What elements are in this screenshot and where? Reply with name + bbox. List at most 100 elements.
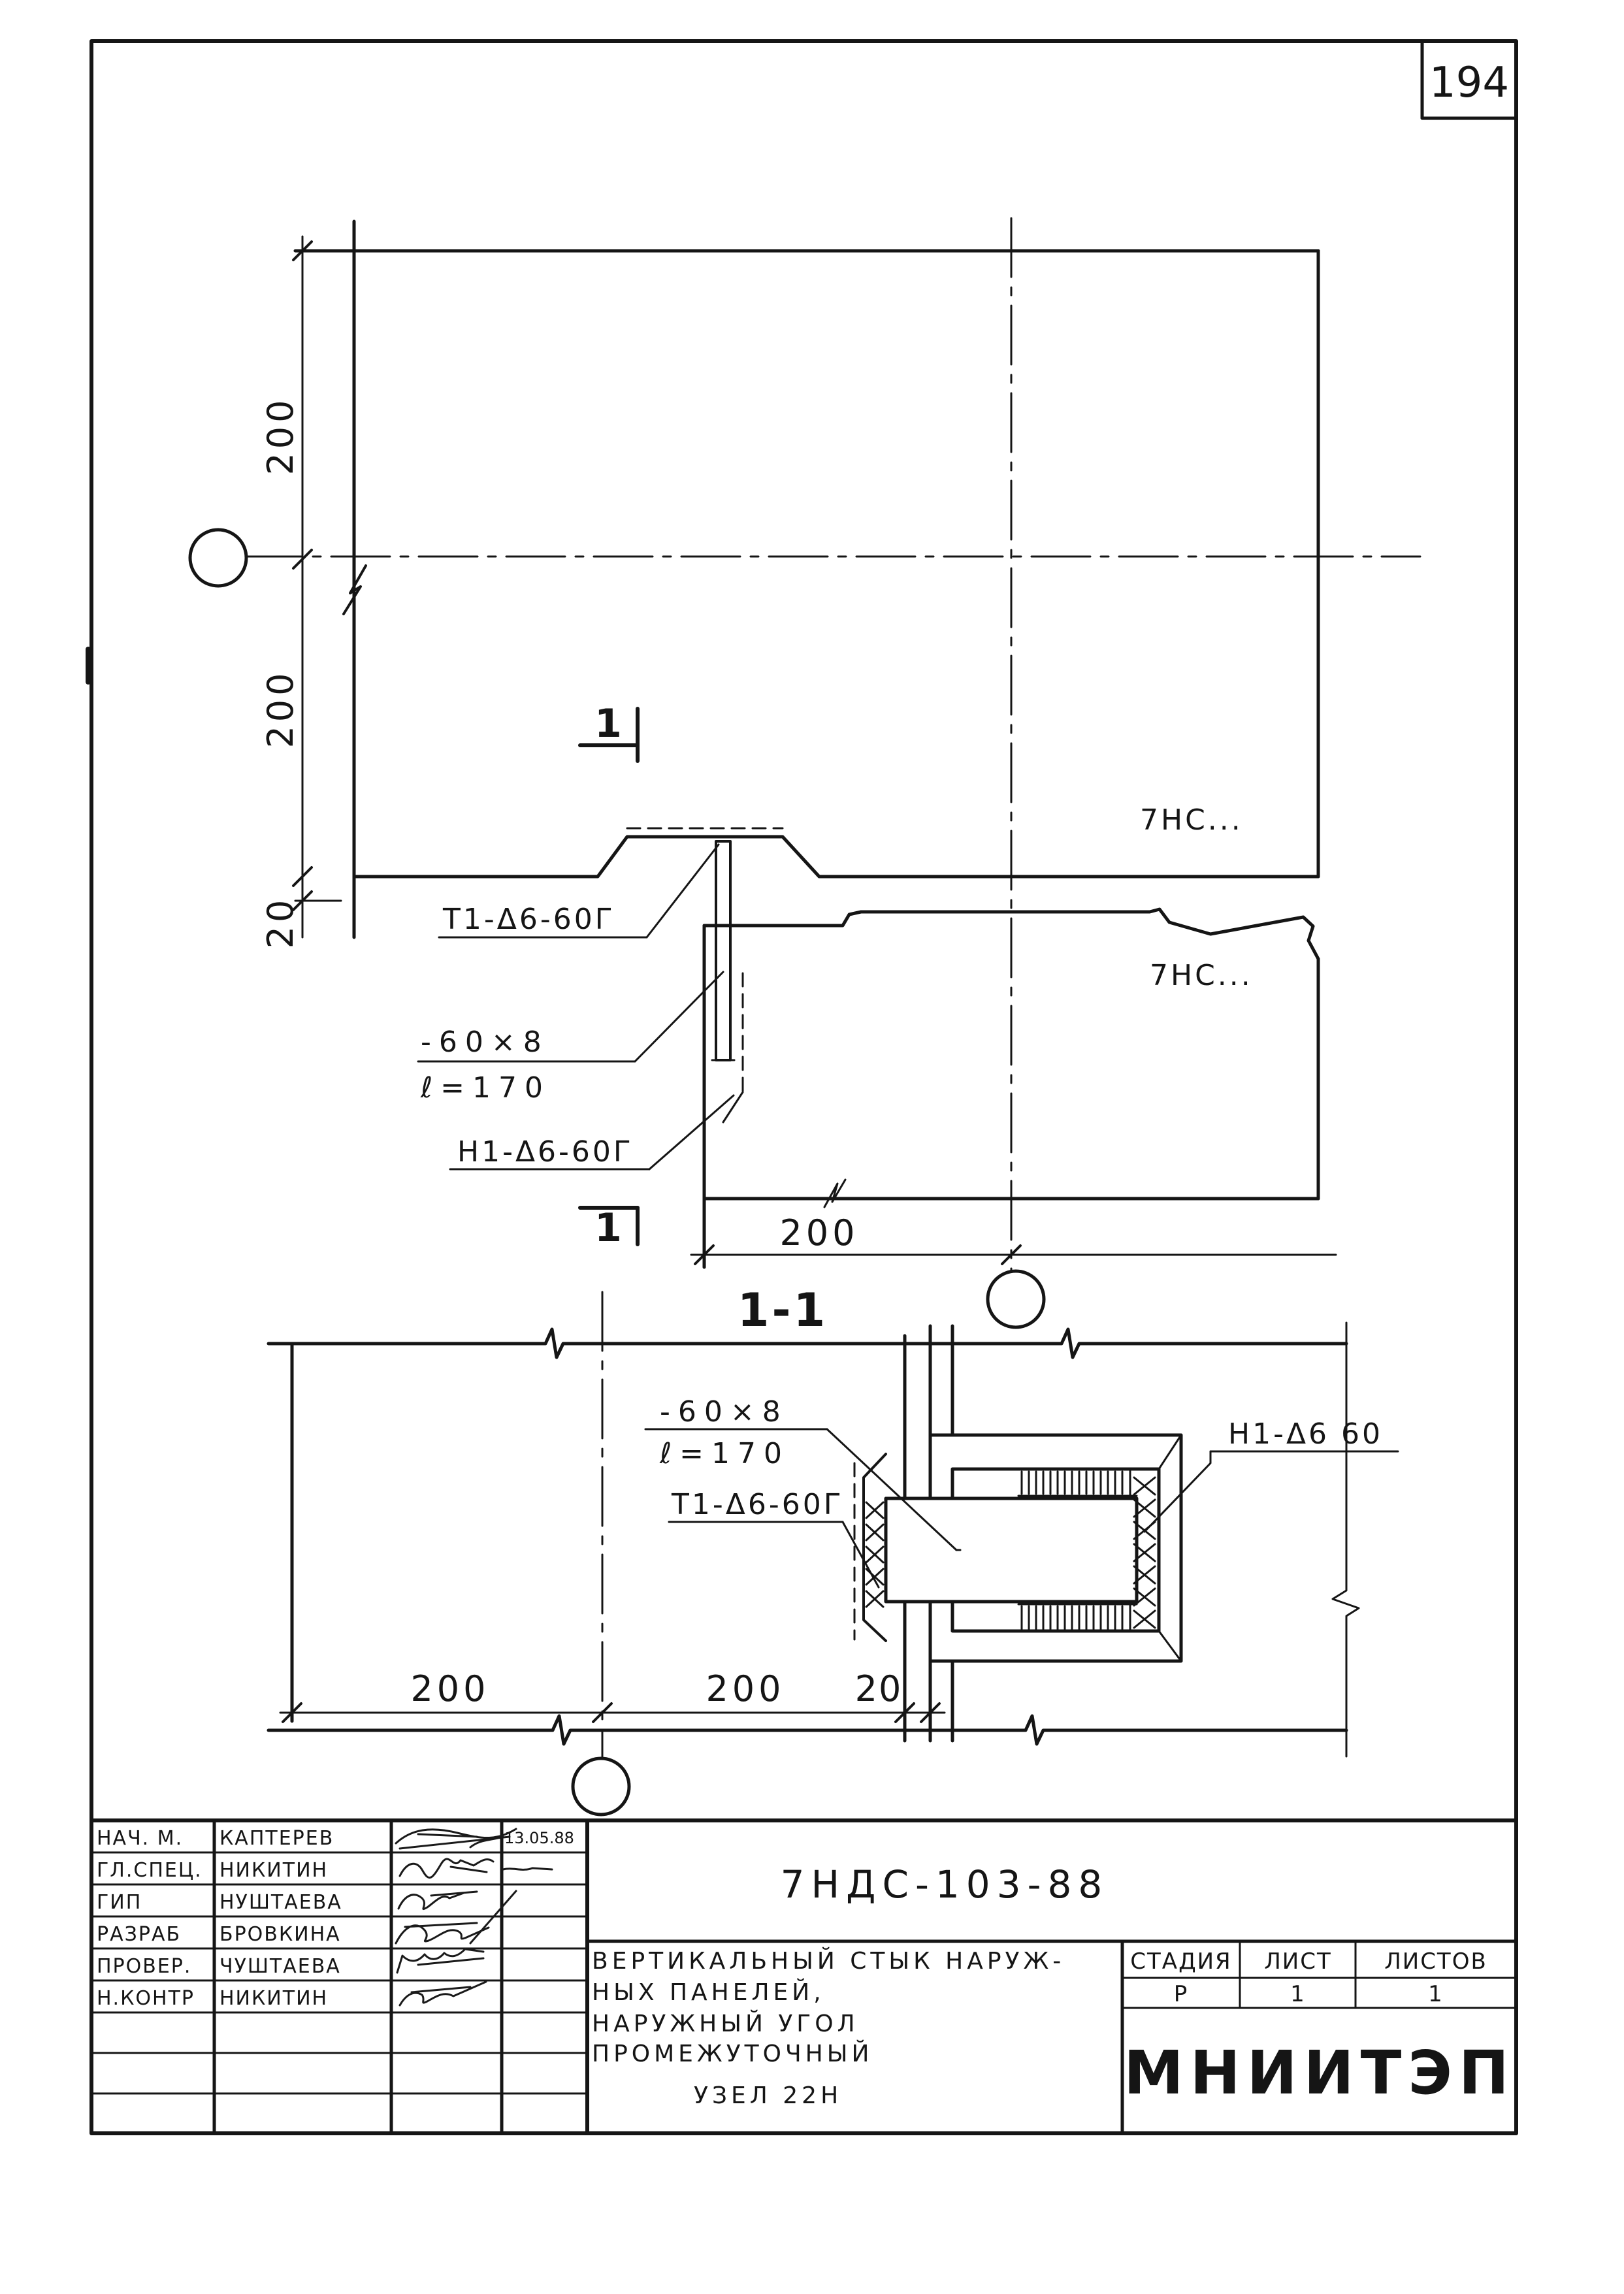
section-view: 1-1 -60×8 ℓ=170 Т1-Δ6-60Г bbox=[267, 1284, 1399, 1817]
weld-designation: Н1-Δ6 60 bbox=[1228, 1417, 1383, 1451]
staff-role: НАЧ. М. bbox=[97, 1827, 183, 1850]
sheet-number-box: 194 bbox=[1420, 39, 1518, 120]
leader-line bbox=[645, 843, 720, 939]
leader-weld-right: Н1-Δ6 60 bbox=[1143, 1417, 1399, 1533]
staff-name: ЧУШТАЕВА bbox=[219, 1955, 341, 1978]
dimension-label: 200 bbox=[706, 1668, 785, 1709]
staff-role: Н.КОНТР bbox=[97, 1987, 195, 2010]
weld-cross bbox=[865, 1590, 885, 1608]
weld-designation: Т1-Δ6-60Г bbox=[442, 903, 615, 936]
description-line: ВЕРТИКАЛЬНЫЙ СТЫК НАРУЖ- bbox=[592, 1947, 1065, 1975]
section-top-edge bbox=[267, 1327, 1348, 1359]
staff-row: ГИП НУШТАЕВА bbox=[97, 1891, 342, 1914]
plate-length: ℓ=170 bbox=[420, 1071, 551, 1105]
weld-line bbox=[722, 1091, 744, 1123]
weld-left-outline bbox=[862, 1453, 887, 1642]
staff-role: ГЛ.СПЕЦ. bbox=[97, 1859, 203, 1882]
plate-length: ℓ=170 bbox=[659, 1437, 790, 1470]
corner-box-chamfer bbox=[1158, 1434, 1182, 1662]
organization-name: МНИИТЭП bbox=[1124, 2038, 1516, 2108]
sheet-value: 1 bbox=[1290, 1981, 1306, 2007]
upper-panel-bottom-contour bbox=[352, 835, 1320, 879]
description-line: НАРУЖНЫЙ УГОЛ bbox=[592, 2010, 859, 2037]
description-line: ПРОМЕЖУТОЧНЫЙ bbox=[592, 2040, 873, 2067]
dimension-label: 200 bbox=[260, 669, 301, 748]
section-cut-mark-top: 1 bbox=[578, 701, 640, 763]
dimension-label: 20 bbox=[260, 896, 301, 949]
weld-cross bbox=[1133, 1476, 1156, 1496]
dimension-ticks bbox=[694, 1244, 1022, 1265]
leader-weld-bottom: Н1-Δ6-60Г bbox=[449, 1094, 735, 1171]
section-bottom-edge bbox=[267, 1714, 1348, 1746]
plate-size: -60×8 bbox=[660, 1395, 788, 1429]
signature bbox=[397, 1890, 517, 1945]
leader-line bbox=[648, 1094, 735, 1171]
sheets-total-header: ЛИСТОВ bbox=[1384, 1948, 1487, 1975]
panel-mark: 7НС... bbox=[1140, 803, 1243, 837]
break-mark bbox=[342, 564, 367, 615]
lower-panel-top-contour bbox=[702, 907, 1320, 961]
plan-view: 200 200 20 1 1 7НС... 7НС... bbox=[188, 217, 1421, 1329]
leader-line bbox=[1143, 1450, 1212, 1533]
dimension-label: 200 bbox=[410, 1668, 489, 1709]
leader-line bbox=[841, 1521, 880, 1589]
staff-name: НИКИТИН bbox=[219, 1859, 328, 1882]
signature bbox=[398, 1858, 553, 1879]
dimension-ticks bbox=[292, 240, 313, 911]
section-cut-label: 1 bbox=[594, 701, 622, 747]
leader-line bbox=[826, 1428, 958, 1551]
dimension-ticks bbox=[282, 1702, 941, 1723]
break-mark bbox=[823, 1178, 847, 1208]
leader-line bbox=[634, 971, 724, 1063]
staff-name: НУШТАЕВА bbox=[219, 1891, 342, 1914]
insulation-hatching bbox=[1020, 1470, 1124, 1630]
connecting-plate bbox=[884, 1496, 1139, 1604]
signatures bbox=[395, 1828, 553, 2007]
weld-cross bbox=[1133, 1609, 1156, 1629]
leader-plate: -60×8 ℓ=170 bbox=[417, 971, 724, 1105]
axis-marker-circle bbox=[986, 1269, 1046, 1329]
stage-value: Р bbox=[1174, 1981, 1189, 2007]
weld-cross bbox=[1133, 1565, 1156, 1585]
weld-designation: Н1-Δ6-60Г bbox=[457, 1135, 634, 1169]
weld-cross bbox=[865, 1523, 885, 1542]
signature bbox=[398, 1980, 487, 2007]
weld-cross bbox=[1133, 1587, 1156, 1607]
signature bbox=[395, 1922, 490, 1945]
staff-name: НИКИТИН bbox=[219, 1987, 328, 2010]
staff-row: ПРОВЕР. ЧУШТАЕВА bbox=[97, 1955, 341, 1978]
leader-weld-top: Т1-Δ6-60Г bbox=[438, 843, 720, 939]
weld-cross bbox=[865, 1545, 885, 1564]
weld-cross bbox=[865, 1568, 885, 1586]
staff-date: 13.05.88 bbox=[504, 1829, 574, 1847]
plate-size: -60×8 bbox=[421, 1026, 549, 1059]
panel-mark: 7НС... bbox=[1150, 959, 1253, 992]
staff-name: КАПТЕРЕВ bbox=[219, 1827, 334, 1850]
staff-role: РАЗРАБ bbox=[97, 1923, 181, 1946]
staff-role: ПРОВЕР. bbox=[97, 1955, 191, 1978]
signature bbox=[396, 1948, 485, 1974]
sheet-number: 194 bbox=[1429, 59, 1509, 107]
dimension-label: 200 bbox=[260, 396, 301, 475]
description-line: НЫХ ПАНЕЛЕЙ, bbox=[592, 1979, 825, 2006]
sheet-frame bbox=[89, 39, 1518, 2135]
staff-row: ГЛ.СПЕЦ. НИКИТИН bbox=[97, 1859, 328, 1882]
sheet-header: ЛИСТ bbox=[1264, 1948, 1332, 1975]
sheets-total-value: 1 bbox=[1428, 1981, 1444, 2007]
axis-marker-circle bbox=[571, 1756, 631, 1817]
dimension-label: 200 bbox=[779, 1212, 858, 1253]
staff-row: НАЧ. М. КАПТЕРЕВ 13.05.88 bbox=[97, 1827, 574, 1850]
staff-name: БРОВКИНА bbox=[219, 1923, 341, 1946]
section-right-edge bbox=[1331, 1321, 1360, 1758]
weld-cross bbox=[1133, 1498, 1156, 1518]
section-title: 1-1 bbox=[738, 1284, 828, 1337]
stage-table-lines bbox=[1121, 1940, 1518, 2009]
description-line: УЗЕЛ 22Н bbox=[694, 2082, 842, 2109]
section-cut-label: 1 bbox=[594, 1205, 622, 1251]
leader-plate: -60×8 ℓ=170 bbox=[644, 1395, 958, 1551]
weld-cross bbox=[865, 1501, 885, 1519]
document-designation: 7НДС-103-88 bbox=[781, 1862, 1109, 1907]
signature bbox=[395, 1828, 517, 1850]
weld-designation: Т1-Δ6-60Г bbox=[671, 1488, 844, 1521]
